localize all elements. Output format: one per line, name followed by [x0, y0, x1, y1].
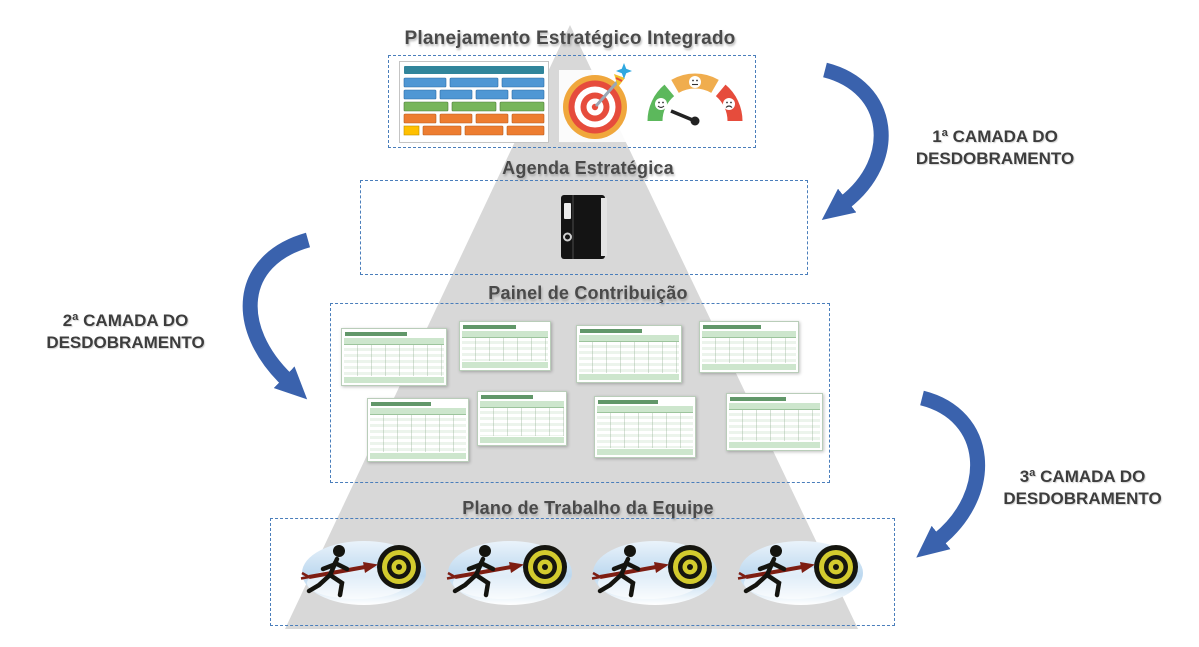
sheet-header-band [702, 331, 796, 338]
sheet-rows [480, 408, 564, 436]
cascade-arrow-1 [821, 62, 889, 221]
sheet-rows [462, 338, 548, 361]
sheet-rows [579, 342, 679, 373]
contribution-table-thumbnail [699, 321, 799, 373]
sheet-header-band [729, 403, 820, 410]
sheet-footer-band [597, 449, 693, 455]
section-label-agenda: Agenda Estratégica [502, 158, 674, 178]
sheet-rows [344, 345, 444, 376]
sheet-rows [370, 415, 466, 452]
contribution-table-thumbnail [341, 328, 447, 386]
sheet-footer-band [729, 442, 820, 448]
sheet-footer-band [480, 437, 564, 443]
satisfaction-gauge-icon [647, 73, 743, 125]
annotation-camada-3: 3ª CAMADA DO DESDOBRAMENTO [1003, 467, 1162, 509]
sheet-title-bar [463, 325, 517, 329]
painel-box [330, 303, 830, 483]
planejamento-box [388, 55, 756, 148]
contribution-table-thumbnail [576, 325, 682, 383]
cascade-arrow-3 [916, 390, 986, 558]
sheet-footer-band [370, 453, 466, 459]
section-label-planejamento: Planejamento Estratégico Integrado [404, 28, 736, 49]
sheet-title-bar [371, 402, 431, 406]
contribution-table-thumbnail [477, 391, 567, 446]
sheet-title-bar [580, 329, 642, 333]
runner-hitting-target-icon [589, 533, 721, 611]
runner-hitting-target-icon [735, 533, 867, 611]
runner-hitting-target-icon [298, 533, 430, 611]
sheet-title-bar [345, 332, 407, 336]
sheet-title-bar [481, 395, 534, 399]
sheet-footer-band [579, 374, 679, 380]
sheet-header-band [579, 335, 679, 342]
sheet-footer-band [702, 364, 796, 370]
sheet-rows [729, 410, 820, 441]
plano-box [270, 518, 895, 626]
sheet-header-band [370, 408, 466, 415]
sheet-header-band [344, 338, 444, 345]
cascade-arrow-2 [242, 232, 311, 400]
sheet-footer-band [462, 362, 548, 368]
contribution-table-thumbnail [367, 398, 469, 462]
sheet-rows [597, 413, 693, 448]
section-label-plano: Plano de Trabalho da Equipe [462, 498, 714, 518]
runner-hitting-target-icon [444, 533, 576, 611]
sheet-footer-band [344, 377, 444, 383]
target-with-dart-icon [559, 62, 633, 142]
strategy-map-thumbnail [399, 60, 549, 143]
sheet-rows [702, 338, 796, 363]
sheet-header-band [597, 406, 693, 413]
section-label-painel: Painel de Contribuição [488, 283, 688, 303]
contribution-table-thumbnail [459, 321, 551, 371]
black-binder-icon [561, 194, 607, 259]
agenda-box [360, 180, 808, 275]
contribution-table-thumbnail [594, 396, 696, 458]
annotation-camada-2: 2ª CAMADA DO DESDOBRAMENTO [46, 311, 205, 353]
annotation-camada-1: 1ª CAMADA DO DESDOBRAMENTO [915, 127, 1075, 169]
sheet-header-band [480, 401, 564, 408]
sheet-title-bar [730, 397, 787, 401]
contribution-table-thumbnail [726, 393, 823, 451]
sheet-header-band [462, 331, 548, 338]
sheet-title-bar [703, 325, 762, 329]
sheet-title-bar [598, 400, 658, 404]
